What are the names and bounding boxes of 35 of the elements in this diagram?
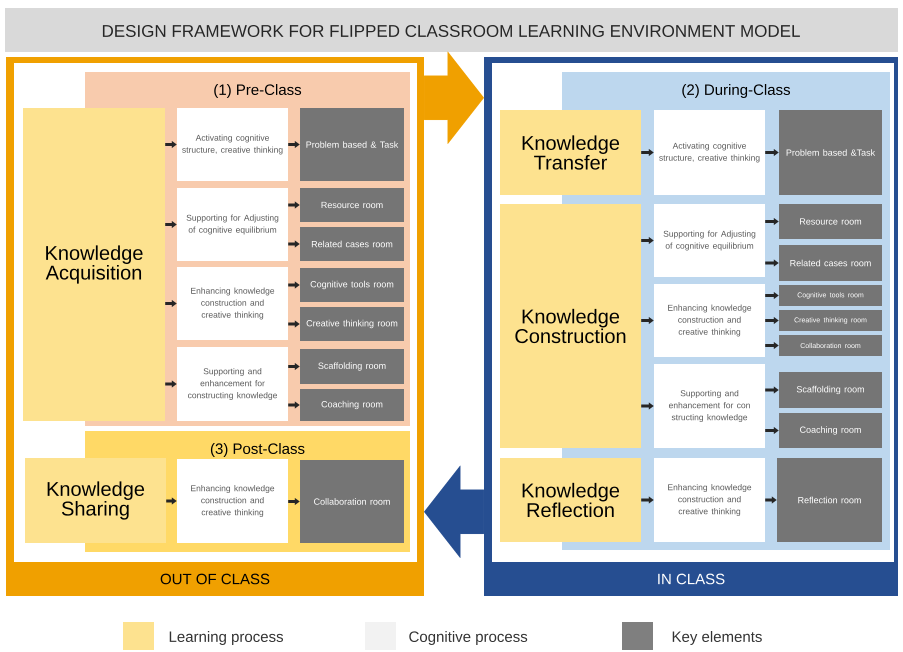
key-element-box: Coaching room <box>779 413 882 448</box>
title-banner: DESIGN FRAMEWORK FOR FLIPPED CLASSROOM LEARNING ENVIRONMENT MODEL <box>5 8 898 52</box>
key-element-box: Cognitive tools room <box>300 268 404 302</box>
learning-process-box: Knowledge Sharing <box>25 458 166 543</box>
cognitive-process-box: Supporting and enhancement for con structing knowledge <box>654 364 765 448</box>
key-element-box: Problem based &Task <box>779 110 882 195</box>
key-element-box: Reflection room <box>777 458 882 542</box>
key-element-box: Related cases room <box>300 227 404 261</box>
legend-label: Key elements <box>672 631 762 645</box>
legend-label: Cognitive process <box>409 631 528 645</box>
learning-process-box: Knowledge Construction <box>500 204 641 448</box>
cognitive-process-box: Supporting and enhancement for constructing knowledge <box>177 347 288 421</box>
learning-process-box: Knowledge Reflection <box>500 458 641 542</box>
learning-process-box: Knowledge Transfer <box>500 110 641 195</box>
cognitive-process-box: Supporting for Adjusting of cognitive equilibrium <box>177 188 288 261</box>
cognitive-process-box: Enhancing knowledge construction and creative thinking <box>654 458 765 542</box>
key-element-box: Related cases room <box>779 245 882 281</box>
key-element-box: Resource room <box>779 204 882 239</box>
key-element-box: Scaffolding room <box>300 349 404 384</box>
arrow <box>424 52 484 144</box>
key-element-box: Resource room <box>300 188 404 222</box>
legend-label: Learning process <box>170 631 284 645</box>
learning-process-box: Knowledge Acquisition <box>23 108 165 421</box>
cognitive-process-box: Supporting for Adjusting of cognitive equilibrium <box>654 204 765 277</box>
cognitive-process-box: Activating cognitive structure, creative thinking <box>177 108 288 181</box>
key-element-box: Coaching room <box>300 389 404 421</box>
cognitive-process-box: Activating cognitive structure, creative thinking <box>654 110 765 195</box>
cognitive-process-box: Enhancing knowledge construction and creative thinking <box>177 459 288 543</box>
key-element-box: Creative thinking room <box>300 307 404 341</box>
cognitive-process-box: Enhancing knowledge construction and creative thinking <box>654 284 765 357</box>
key-element-box: Scaffolding room <box>779 372 882 408</box>
key-element-box: Problem based & Task <box>300 108 404 181</box>
key-element-box: Collaboration room <box>300 460 404 543</box>
arrow <box>424 466 484 558</box>
cognitive-process-box: Enhancing knowledge construction and creative thinking <box>177 267 288 340</box>
